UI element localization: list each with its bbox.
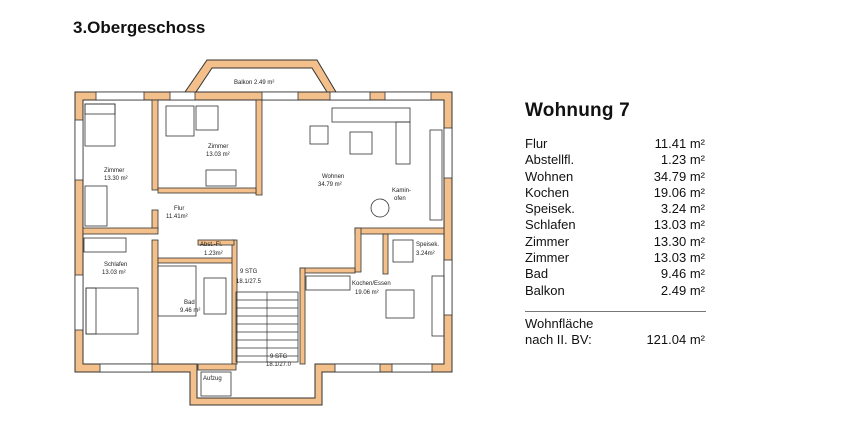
area-value: 3.24 m² xyxy=(660,201,705,217)
staircase xyxy=(236,292,298,362)
label-abst-area: 1.23m² xyxy=(204,251,223,257)
area-name: Balkon xyxy=(525,282,565,298)
area-name: Bad xyxy=(525,266,549,282)
area-value: 13.30 m² xyxy=(653,233,705,249)
area-row: Bad 9.46 m² xyxy=(525,266,705,282)
label-aufzug: Aufzug xyxy=(203,376,222,382)
area-name: Kochen xyxy=(525,184,570,200)
label-flur: Flur xyxy=(174,206,184,212)
label-flur-area: 11.41m² xyxy=(166,214,188,220)
total-value: 121.04 m² xyxy=(646,332,705,348)
area-row: Speisek. 3.24 m² xyxy=(525,201,705,217)
label-kamin-1: Kamin- xyxy=(392,188,411,194)
area-name: Schlafen xyxy=(525,217,576,233)
area-row: Wohnen 34.79 m² xyxy=(525,169,705,185)
area-value: 19.06 m² xyxy=(653,184,705,200)
area-row: Abstellfl. 1.23 m² xyxy=(525,152,705,168)
area-value: 13.03 m² xyxy=(653,250,705,266)
label-zimmer-top: Zimmer xyxy=(208,144,228,150)
windows-bottom xyxy=(99,363,433,373)
windows-side xyxy=(74,119,453,331)
label-speisek: Speisek. xyxy=(416,242,439,248)
label-stair-top-2: 18.1/27.5 xyxy=(236,279,262,285)
total-label-2: nach II. BV: xyxy=(525,332,592,348)
area-row: Balkon 2.49 m² xyxy=(525,283,705,299)
label-stair-bot-2: 18.1/27.0 xyxy=(266,362,292,368)
area-name: Wohnen xyxy=(525,168,574,184)
label-wohnen: Wohnen xyxy=(322,174,344,180)
label-zimmer-top-area: 13.03 m² xyxy=(206,152,230,158)
area-value: 34.79 m² xyxy=(653,168,705,184)
total-row: nach II. BV: 121.04 m² xyxy=(525,332,705,348)
area-table: Wohnung 7 Flur 11.41 m² Abstellfl. 1.23 m²… xyxy=(525,100,706,349)
area-value: 2.49 m² xyxy=(660,282,705,298)
label-abst: Abst.-Fl. xyxy=(200,242,223,248)
label-zimmer-left: Zimmer xyxy=(104,168,124,174)
area-name: Zimmer xyxy=(525,233,570,249)
floor-title: 3.Obergeschoss xyxy=(73,18,206,37)
area-name: Zimmer xyxy=(525,250,570,266)
area-row: Zimmer 13.30 m² xyxy=(525,234,705,250)
area-row: Zimmer 13.03 m² xyxy=(525,250,705,266)
furniture xyxy=(83,103,445,397)
label-stair-top-1: 9 STG xyxy=(240,269,258,275)
label-kamin-2: ofen xyxy=(394,196,406,202)
label-speisek-area: 3.24m² xyxy=(416,251,435,257)
label-zimmer-left-area: 13.30 m² xyxy=(104,176,128,182)
divider xyxy=(525,310,706,312)
label-kochen-area: 19.06 m² xyxy=(355,290,379,296)
area-row: Schlafen 13.03 m² xyxy=(525,217,705,233)
area-name: Flur xyxy=(525,136,548,151)
interior-walls xyxy=(82,99,445,371)
area-row: Flur 11.41 m² xyxy=(525,136,705,152)
balcony xyxy=(184,59,337,93)
label-bad: Bad xyxy=(184,300,195,306)
apartment-title: Wohnung 7 xyxy=(525,100,630,121)
area-name: Speisek. xyxy=(525,201,575,217)
label-bad-area: 9.46 m² xyxy=(180,308,200,314)
area-value: 13.03 m² xyxy=(653,217,705,233)
outer-wall xyxy=(74,91,453,406)
label-schlafen: Schlafen xyxy=(104,262,127,268)
area-row: Kochen 19.06 m² xyxy=(525,185,705,201)
label-balkon: Balkon 2.49 m² xyxy=(234,80,274,86)
label-wohnen-area: 34.79 m² xyxy=(318,182,342,188)
area-value: 9.46 m² xyxy=(660,266,705,282)
area-name: Abstellfl. xyxy=(525,152,575,168)
total-label-1: Wohnfläche xyxy=(525,315,594,331)
label-schlafen-area: 13.03 m² xyxy=(102,270,126,276)
windows-top xyxy=(95,91,432,101)
area-value: 1.23 m² xyxy=(660,152,705,168)
total-label-row: Wohnfläche xyxy=(525,316,705,332)
label-kochen: Kochen/Essen xyxy=(352,281,391,287)
label-stair-bot-1: 9 STG xyxy=(270,354,288,360)
area-value: 11.41 m² xyxy=(654,136,705,151)
